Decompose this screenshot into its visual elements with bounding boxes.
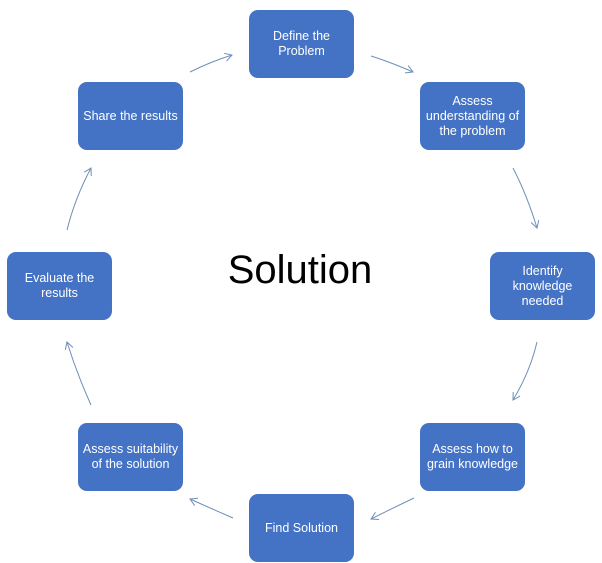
arrow-evaluate-to-share xyxy=(66,167,92,231)
arrow-assess-understanding-to-identify xyxy=(512,167,540,229)
step-identify-knowledge: Identify knowledge needed xyxy=(490,252,595,320)
arrow-share-to-define xyxy=(189,52,233,73)
step-share-results: Share the results xyxy=(78,82,183,150)
arrow-identify-to-assess-how xyxy=(512,341,538,401)
arrow-find-solution-to-assess-suitability xyxy=(189,497,234,519)
step-evaluate-results: Evaluate the results xyxy=(7,252,112,320)
step-find-solution: Find Solution xyxy=(249,494,354,562)
step-assess-how-to-gain: Assess how to grain knowledge xyxy=(420,423,525,491)
arrow-assess-how-to-find-solution xyxy=(370,497,415,520)
step-assess-understanding: Assess understanding of the problem xyxy=(420,82,525,150)
arrow-assess-suitability-to-evaluate xyxy=(64,341,92,406)
center-title: Solution xyxy=(227,247,373,292)
arrow-define-to-assess-understanding xyxy=(370,55,414,74)
step-assess-suitability: Assess suitability of the solution xyxy=(78,423,183,491)
step-define-problem: Define the Problem xyxy=(249,10,354,78)
